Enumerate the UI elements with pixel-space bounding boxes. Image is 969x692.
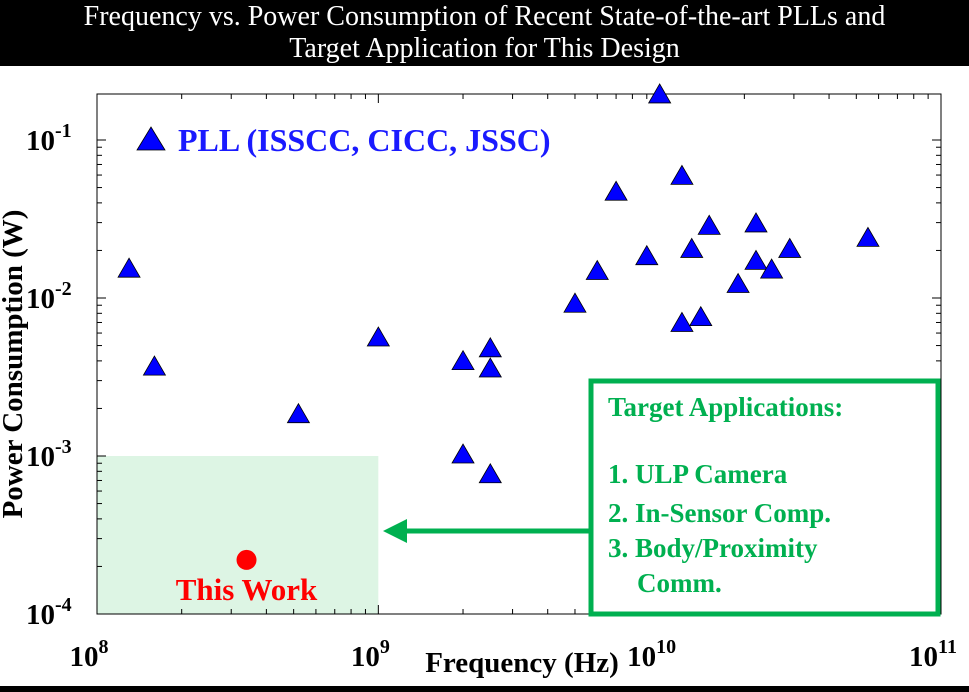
legend-triangle-marker — [136, 126, 166, 151]
scatter-chart: 108 109 1010 1011 10-1 10-2 10-3 10-4 Frequency… — [0, 83, 957, 679]
axes-frame — [96, 93, 942, 615]
pll-data-point — [142, 355, 167, 376]
pll-data-point — [689, 305, 713, 327]
pll-data-point — [744, 212, 768, 233]
pll-data-point — [604, 180, 628, 201]
chart-title-line-1: Frequency vs. Power Consumption of Recen… — [83, 1, 886, 32]
legend: PLL (ISSCC, CICC, JSSC) — [136, 122, 551, 158]
axis-tick-labels: 108 109 1010 1011 10-1 10-2 10-3 10-4 — [26, 120, 957, 673]
pll-data-point — [585, 259, 609, 280]
pll-data-point — [697, 214, 721, 235]
pll-data-point — [670, 164, 694, 185]
pll-data-point — [670, 311, 694, 332]
target-region-shade — [97, 456, 379, 614]
target-applications-box: Target Applications: 1. ULP Camera 2. In… — [588, 378, 941, 617]
pll-data-point — [366, 326, 391, 347]
pll-data-point — [759, 258, 784, 279]
pll-data-point — [478, 462, 502, 484]
x-tick-label: 109 — [351, 636, 390, 673]
pll-data-point — [117, 257, 141, 278]
plot-panel: 108 109 1010 1011 10-1 10-2 10-3 10-4 Frequency… — [0, 66, 969, 686]
this-work-point — [236, 549, 257, 570]
pll-data-point — [726, 272, 750, 293]
pll-data-point — [647, 83, 672, 104]
x-tick-label: 108 — [70, 636, 109, 673]
x-axis-label: Frequency (Hz) — [425, 647, 619, 679]
target-box-border — [588, 378, 941, 617]
x-tick-label: 1010 — [627, 636, 676, 673]
pll-data-point — [778, 237, 802, 258]
target-arrow — [383, 519, 591, 543]
pll-data-point — [478, 357, 502, 378]
title-bar: Frequency vs. Power Consumption of Recen… — [0, 0, 969, 67]
x-tick-label: 1011 — [909, 636, 957, 673]
target-box-heading: Target Applications: — [608, 392, 843, 422]
y-tick-label: 10-1 — [26, 120, 72, 157]
target-item-3: 3. Body/Proximity — [608, 533, 818, 563]
data-points — [117, 83, 880, 570]
target-arrow-head — [383, 519, 407, 543]
this-work-label: This Work — [176, 572, 318, 607]
y-tick-label: 10-4 — [26, 594, 72, 631]
pll-data-point — [286, 402, 311, 424]
pll-data-point — [478, 337, 502, 358]
legend-label: PLL (ISSCC, CICC, JSSC) — [178, 122, 551, 158]
pll-data-point — [680, 237, 704, 258]
pll-data-point — [744, 249, 768, 270]
pll-data-point — [451, 349, 475, 371]
chart-title-line-2: Target Application for This Design — [289, 33, 680, 64]
y-tick-label: 10-3 — [26, 436, 72, 473]
target-item-1: 1. ULP Camera — [608, 459, 788, 489]
pll-data-point — [635, 244, 659, 266]
pll-data-point — [563, 292, 587, 313]
pll-data-point — [856, 226, 880, 247]
y-tick-label: 10-2 — [26, 278, 72, 315]
pll-data-point — [451, 443, 475, 464]
target-item-2: 2. In-Sensor Comp. — [608, 498, 831, 528]
y-axis-label: Power Consumption (W) — [0, 210, 29, 519]
target-item-3-continued: Comm. — [637, 568, 722, 598]
